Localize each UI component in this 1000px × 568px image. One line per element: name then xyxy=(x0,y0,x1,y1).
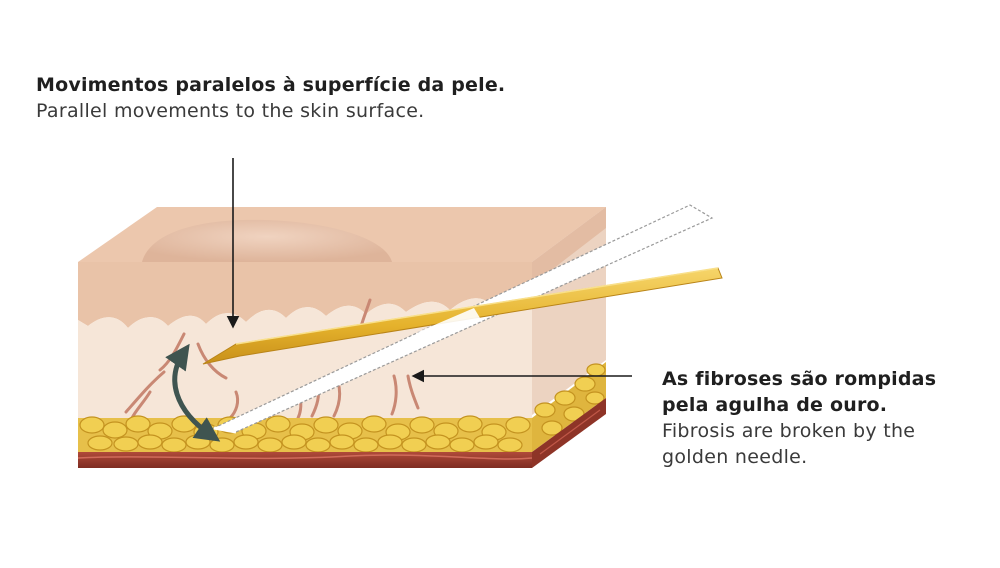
epidermis xyxy=(78,262,532,328)
muscle-layer xyxy=(78,452,532,468)
right-annotation-line3: Fibrosis are broken by the xyxy=(662,420,916,442)
right-annotation-line1: As fibroses são rompidas xyxy=(662,368,937,390)
right-annotation-line2: pela agulha de ouro. xyxy=(662,394,888,416)
top-annotation-title: Movimentos paralelos à superfície da pel… xyxy=(36,74,506,96)
skin-bump xyxy=(142,219,392,262)
top-annotation-subtitle: Parallel movements to the skin surface. xyxy=(36,100,425,122)
top-annotation: Movimentos paralelos à superfície da pel… xyxy=(36,72,505,124)
right-annotation: As fibroses são rompidas pela agulha de … xyxy=(662,366,936,470)
right-annotation-line4: golden needle. xyxy=(662,446,808,468)
motion-arrow xyxy=(165,343,221,442)
